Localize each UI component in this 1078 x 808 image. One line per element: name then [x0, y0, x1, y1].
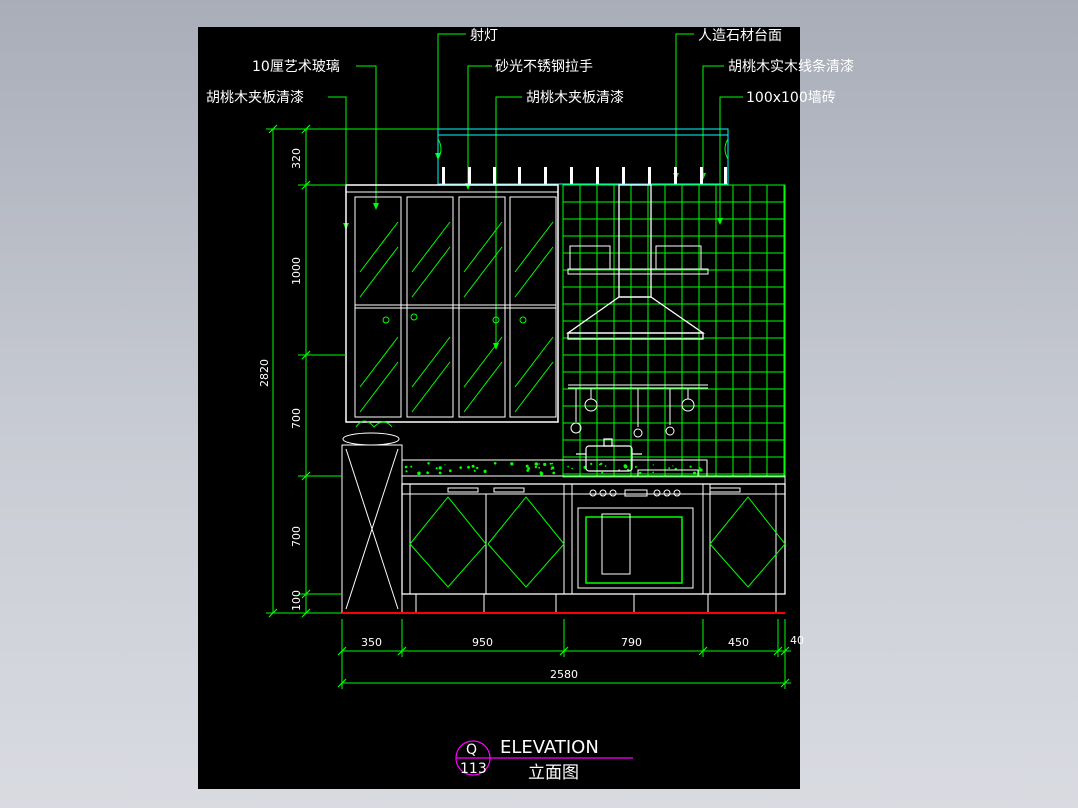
dim-v-100: 100	[290, 590, 303, 611]
annotations: 射灯 人造石材台面 10厘艺术玻璃 砂光不锈钢拉手 胡桃木实木线条清漆 胡桃木夹…	[206, 28, 854, 106]
horizontal-dimension-labels: 350 950 790 450 40 2580	[361, 634, 804, 681]
dim-v-1000: 1000	[290, 257, 303, 285]
oven	[577, 489, 694, 589]
label-art-glass: 10厘艺术玻璃	[252, 58, 340, 75]
dim-v-total: 2820	[258, 359, 271, 387]
cabinet-handles	[382, 313, 527, 324]
upper-glass-cabinet	[345, 184, 559, 423]
label-walnut-plywood-mid: 胡桃木夹板清漆	[526, 90, 624, 106]
title-chinese: 立面图	[528, 763, 579, 783]
label-artificial-stone-top: 人造石材台面	[698, 28, 782, 44]
label-spotlight: 射灯	[470, 28, 498, 44]
hanging-utensils	[570, 389, 695, 438]
dim-v-700a: 700	[290, 408, 303, 429]
title-sheet-number: 113	[460, 761, 487, 777]
horizontal-dimensions	[337, 619, 791, 689]
countertop	[401, 459, 786, 485]
label-walnut-solid-trim: 胡桃木实木线条清漆	[728, 58, 854, 75]
dim-h-350: 350	[361, 636, 382, 649]
side-column	[341, 420, 403, 614]
range-hood	[565, 184, 706, 340]
crown-trim	[437, 128, 729, 185]
label-wall-tile: 100x100墙砖	[746, 90, 836, 106]
title-letter: Q	[466, 742, 477, 758]
elevation-drawing: 射灯 人造石材台面 10厘艺术玻璃 砂光不锈钢拉手 胡桃木实木线条清漆 胡桃木夹…	[206, 28, 854, 783]
base-cabinets	[401, 483, 786, 595]
dim-h-40: 40	[790, 634, 804, 647]
dim-h-total: 2580	[550, 668, 578, 681]
dim-v-700b: 700	[290, 526, 303, 547]
wall-shelves	[567, 245, 709, 389]
leader-lines	[328, 33, 743, 347]
dim-h-790: 790	[621, 636, 642, 649]
spotlights	[442, 167, 727, 184]
tile-wall	[562, 184, 786, 478]
cooking-pot	[576, 438, 642, 472]
label-stainless-handle: 砂光不锈钢拉手	[495, 59, 593, 75]
plinth	[342, 594, 785, 614]
title-english: ELEVATION	[500, 737, 599, 758]
title-block: Q 113 ELEVATION 立面图	[455, 737, 633, 783]
dim-h-950: 950	[472, 636, 493, 649]
vertical-dimensions	[266, 124, 438, 618]
drawing-sheet: 射灯 人造石材台面 10厘艺术玻璃 砂光不锈钢拉手 胡桃木实木线条清漆 胡桃木夹…	[198, 27, 854, 789]
dim-v-320: 320	[290, 148, 303, 169]
dim-h-450: 450	[728, 636, 749, 649]
label-walnut-plywood-left: 胡桃木夹板清漆	[206, 90, 304, 106]
leader-arrows	[343, 153, 723, 350]
vertical-dimension-labels: 320 1000 700 700 100 2820	[258, 148, 303, 611]
